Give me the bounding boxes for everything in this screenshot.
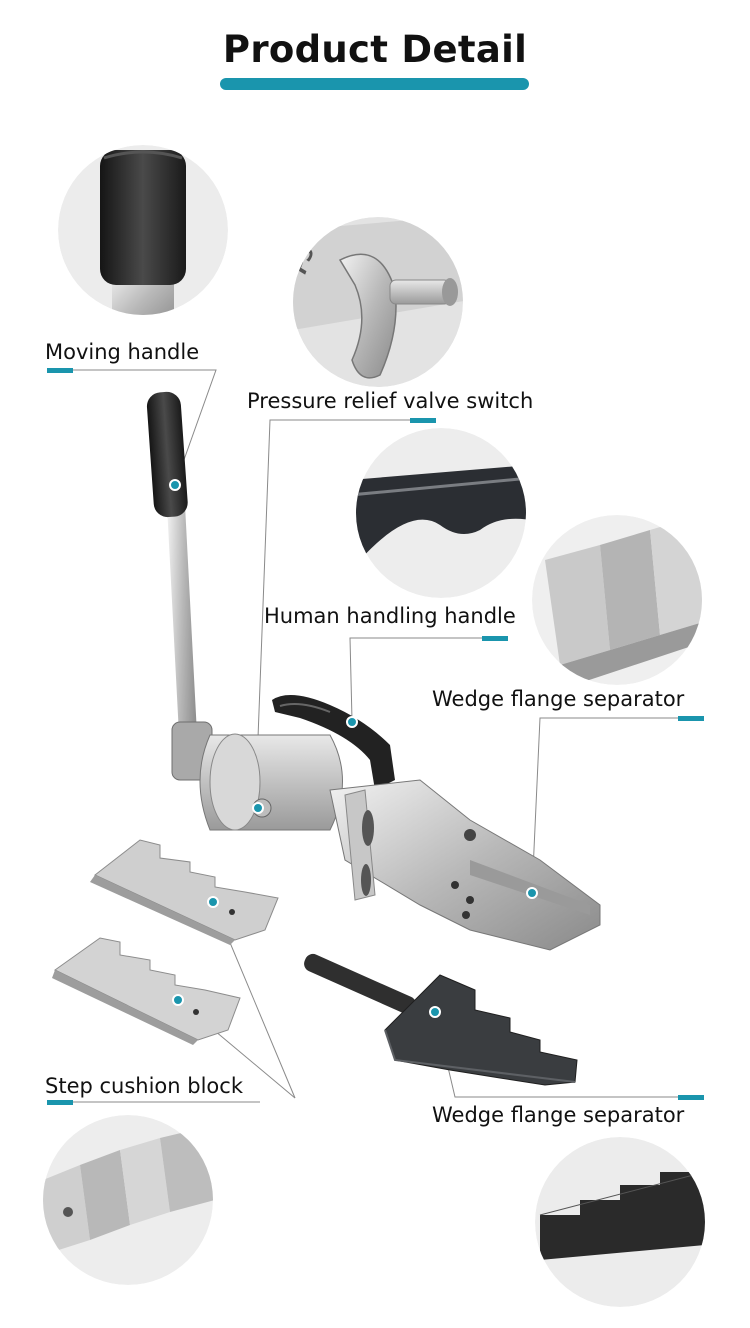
label-pressure-relief: Pressure relief valve switch (247, 389, 534, 413)
moving-handle-closeup (58, 145, 228, 315)
label-tick (47, 368, 73, 373)
label-wedge-top: Wedge flange separator (432, 687, 685, 711)
label-wedge-bottom: Wedge flange separator (432, 1103, 685, 1127)
step-cushion-closeup (43, 1115, 213, 1285)
dot-moving-handle (169, 479, 181, 491)
page-title: Product Detail (222, 28, 528, 71)
pressure-relief-closeup: FS (293, 217, 463, 387)
callout-dots (169, 479, 538, 1018)
label-tick (678, 716, 704, 721)
dot-handling-handle (346, 716, 358, 728)
label-tick (47, 1100, 73, 1105)
dot-wedge-top (526, 887, 538, 899)
label-tick (482, 636, 508, 641)
title-underline (220, 78, 529, 90)
wedge-closeup (532, 515, 702, 685)
dot-pressure-relief (252, 802, 264, 814)
dot-step-1 (207, 896, 219, 908)
flange-spreader-tool (146, 391, 601, 951)
label-step-cushion: Step cushion block (45, 1074, 243, 1098)
handling-handle-closeup (356, 428, 526, 598)
label-moving-handle: Moving handle (45, 340, 200, 364)
label-tick (410, 418, 436, 423)
label-tick (678, 1095, 704, 1100)
dot-wedge-bottom (429, 1006, 441, 1018)
black-wedge-separator (304, 953, 578, 1086)
step-cushion-blocks (52, 839, 279, 1045)
dot-step-2 (172, 994, 184, 1006)
black-wedge-closeup (535, 1137, 705, 1307)
label-human-handling: Human handling handle (264, 604, 516, 628)
